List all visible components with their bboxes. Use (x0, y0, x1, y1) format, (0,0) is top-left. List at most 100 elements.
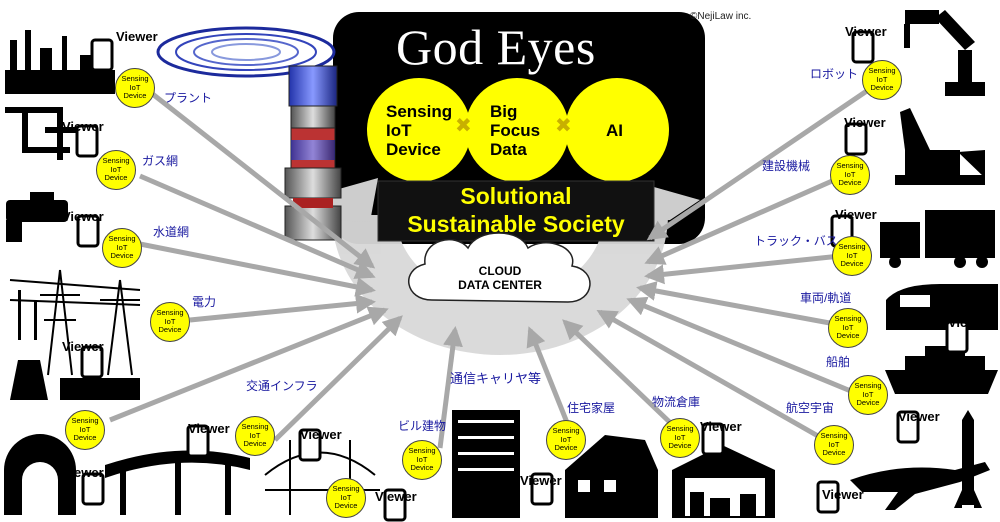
category-label: ビル建物 (398, 419, 447, 433)
cloud-label-line1: CLOUD (478, 264, 522, 278)
category-label: ロボット (810, 67, 859, 81)
sensing-device-label: Sensing IoT Device (836, 161, 864, 188)
sensing-device-label: Sensing IoT Device (868, 66, 896, 93)
circle-label-ai: AI (606, 121, 623, 140)
category-label: 物流倉庫 (652, 395, 701, 409)
times-icon: ✖ (455, 115, 472, 137)
category-label: 船舶 (826, 355, 851, 369)
sensing-device-badge: Sensing IoT Device (150, 302, 190, 342)
viewer-label: Viewer (62, 119, 104, 134)
office-building-icon (452, 410, 520, 518)
sensing-device-badge: Sensing IoT Device (235, 416, 275, 456)
sensing-device-label: Sensing IoT Device (854, 381, 882, 408)
tablet-icon (530, 472, 554, 506)
category-label: ガス網 (142, 154, 179, 168)
tablet-icon (90, 38, 114, 72)
sensing-device-badge: Sensing IoT Device (326, 478, 366, 518)
tablet-icon (298, 428, 322, 462)
rocket-icon (954, 410, 982, 508)
category-label: 車両/軌道 (800, 291, 852, 305)
sensing-device-badge: Sensing IoT Device (814, 425, 854, 465)
tagline-line1: Solutional (460, 183, 572, 209)
sensing-device-badge: Sensing IoT Device (830, 155, 870, 195)
category-label: 建設機械 (762, 159, 811, 173)
connection-arrows (109, 79, 882, 449)
truck-icon (880, 210, 995, 268)
times-icon: ✖ (555, 115, 572, 137)
sensing-circle (367, 78, 471, 182)
highway-icon (105, 450, 250, 515)
tablet-icon (844, 122, 868, 156)
cloud-label-line2: DATA CENTER (458, 278, 542, 292)
carrier-label: 通信キャリヤ等 (450, 371, 542, 386)
sensing-device-label: Sensing IoT Device (71, 416, 99, 443)
airplane-icon (850, 462, 990, 510)
sensing-device-badge: Sensing IoT Device (96, 150, 136, 190)
sensing-device-label: Sensing IoT Device (666, 424, 694, 451)
category-label: 交通インフラ (246, 379, 318, 393)
circle-label-bigdata: Big Focus Data (490, 102, 541, 159)
sensing-device-badge: Sensing IoT Device (862, 60, 902, 100)
viewer-label: Viewer (300, 427, 342, 442)
sensing-device-badge: Sensing IoT Device (65, 410, 105, 450)
viewer-label: Viewer (116, 29, 158, 44)
bridge-icon (264, 440, 380, 515)
water-faucet-icon (6, 192, 68, 242)
tunnel-icon (4, 434, 76, 515)
tagline-line2: Sustainable Society (407, 211, 625, 237)
sensing-device-badge: Sensing IoT Device (828, 308, 868, 348)
power-plant-icon (10, 360, 140, 400)
warehouse-icon (672, 445, 775, 518)
category-label: 電力 (192, 295, 217, 309)
smart-bolt-icon (284, 65, 342, 241)
viewer-label: Viewer (844, 115, 886, 130)
viewer-label: Viewer (375, 489, 417, 504)
tablet-icon (81, 472, 105, 506)
tablet-icon (186, 424, 210, 458)
sensing-device-badge: Sensing IoT Device (102, 228, 142, 268)
tablet-icon (75, 124, 99, 158)
page-title: God Eyes (396, 19, 596, 75)
tablet-icon (80, 345, 104, 379)
viewer-label: Viewer (62, 209, 104, 224)
sensing-device-label: Sensing IoT Device (102, 156, 130, 183)
viewer-label: Viewer (188, 421, 230, 436)
category-label: 住宅家屋 (567, 401, 616, 415)
industry-silhouettes-left (4, 30, 380, 515)
sensing-device-label: Sensing IoT Device (552, 426, 580, 453)
tablet-icons (75, 30, 969, 522)
category-label: 航空宇宙 (786, 401, 835, 415)
tablet-icon (896, 410, 920, 444)
circle-label-sensing: Sensing IoT Device (386, 102, 453, 159)
bigdata-circle (465, 78, 569, 182)
viewer-label: Viewer (62, 339, 104, 354)
sensing-device-label: Sensing IoT Device (121, 74, 149, 101)
tablet-icon (851, 30, 875, 64)
tagline-box (377, 180, 655, 242)
excavator-icon (895, 108, 985, 185)
cloud-data-center-icon (408, 232, 591, 303)
ai-circle (565, 78, 669, 182)
tablet-icon (945, 320, 969, 354)
copyright-text: ©NejiLaw inc. (690, 11, 752, 22)
ship-icon (885, 346, 998, 394)
viewer-label: Viewer (898, 409, 940, 424)
viewer-label: Viewer (822, 487, 864, 502)
viewer-label: Viewer (845, 24, 887, 39)
category-label: プラント (164, 91, 213, 105)
category-label: 水道網 (153, 225, 190, 239)
sensing-device-label: Sensing IoT Device (834, 314, 862, 341)
plant-icon (5, 30, 115, 94)
tablet-icon (76, 214, 100, 248)
viewer-label: Viewer (948, 315, 990, 330)
viewer-label: Viewer (835, 207, 877, 222)
sensing-device-badge: Sensing IoT Device (402, 440, 442, 480)
industry-silhouettes-right (850, 10, 998, 510)
sensing-device-badge: Sensing IoT Device (115, 68, 155, 108)
wind-turbine-icon (18, 290, 37, 340)
sensing-device-label: Sensing IoT Device (408, 446, 436, 473)
sensing-device-badge: Sensing IoT Device (660, 418, 700, 458)
tablet-icon (816, 480, 840, 514)
